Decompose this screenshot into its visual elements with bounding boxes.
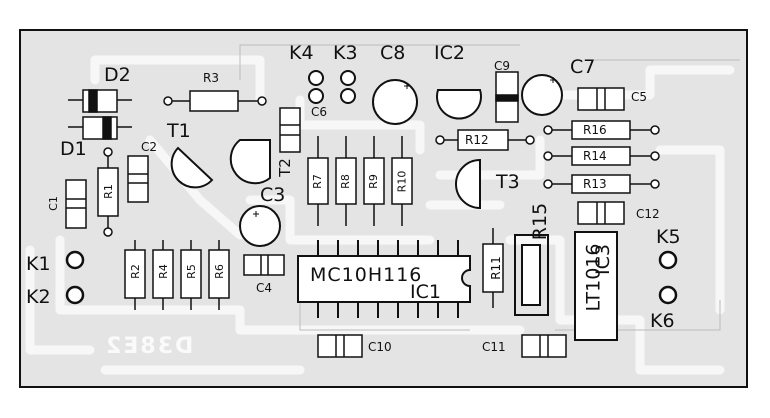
label-k3: K3 xyxy=(333,42,358,64)
label-c1: C1 xyxy=(46,196,60,211)
label-r15: R15 xyxy=(529,202,552,241)
resistors-r2-r6 xyxy=(124,240,230,310)
capacitor-c11 xyxy=(521,334,567,358)
capacitor-c1 xyxy=(65,179,87,229)
capacitor-c2 xyxy=(127,155,149,203)
label-t3: T3 xyxy=(496,171,520,193)
resistor-r3 xyxy=(163,90,267,112)
label-r12: R12 xyxy=(465,133,489,147)
label-r9: R9 xyxy=(366,174,380,189)
transistors-t1-t2 xyxy=(170,139,271,189)
label-d1: D1 xyxy=(60,138,87,160)
board-mirrored-code: D38E2 xyxy=(104,334,194,359)
diode-d2 xyxy=(68,89,132,140)
label-k5: K5 xyxy=(656,226,681,248)
ic1-dip-package xyxy=(297,255,471,303)
label-k6: K6 xyxy=(650,310,675,332)
capacitor-c3-electrolytic xyxy=(239,205,281,247)
label-t2: T2 xyxy=(275,158,294,177)
label-r8: R8 xyxy=(338,174,352,189)
label-r14: R14 xyxy=(583,149,607,163)
label-c11: C11 xyxy=(482,340,506,354)
label-c10: C10 xyxy=(368,340,392,354)
capacitor-c8 xyxy=(372,79,418,125)
label-d2: D2 xyxy=(104,64,131,86)
label-c12: C12 xyxy=(636,207,660,221)
label-r6: R6 xyxy=(212,264,226,279)
label-t1: T1 xyxy=(167,120,191,142)
resistor-r1 xyxy=(97,147,119,237)
label-k1: K1 xyxy=(26,253,51,275)
ic2-body xyxy=(436,89,482,120)
ic1-pins xyxy=(317,240,459,318)
label-r16: R16 xyxy=(583,123,607,137)
capacitor-c12 xyxy=(577,201,625,225)
label-r11: R11 xyxy=(488,256,503,280)
capacitor-c9 xyxy=(495,71,519,123)
label-c5: C5 xyxy=(631,90,648,104)
capacitor-c4 xyxy=(243,254,285,276)
label-k4: K4 xyxy=(289,42,314,64)
label-r4: R4 xyxy=(156,264,170,279)
label-r5: R5 xyxy=(184,264,198,279)
label-k2: K2 xyxy=(26,286,51,308)
pads-k4-k3 xyxy=(308,70,356,104)
capacitor-c7 xyxy=(521,74,563,116)
label-ic3: IC3 xyxy=(591,244,614,275)
transistor-t3 xyxy=(455,158,481,210)
label-ic1-part: MC10H116 xyxy=(310,264,423,286)
label-ic2: IC2 xyxy=(434,42,465,64)
resistors-r7-r10 xyxy=(307,136,413,226)
pads-k1-k2-k5-k6 xyxy=(65,250,678,305)
label-r10: R10 xyxy=(395,170,409,193)
label-c4: C4 xyxy=(256,281,273,295)
resistor-r12 xyxy=(435,129,535,151)
label-c7: C7 xyxy=(570,56,596,78)
label-ic1: IC1 xyxy=(410,281,441,303)
resistor-r11 xyxy=(482,228,504,308)
label-r1: R1 xyxy=(101,184,115,199)
label-r13: R13 xyxy=(583,177,607,191)
capacitor-c6 xyxy=(279,107,301,153)
label-r7: R7 xyxy=(310,174,324,189)
label-c3: C3 xyxy=(260,184,286,206)
label-r2: R2 xyxy=(128,264,142,279)
copper-traces xyxy=(25,55,735,375)
label-c2: C2 xyxy=(141,140,158,154)
resistors-r16-r14-r13 xyxy=(543,120,660,194)
resistor-r15 xyxy=(514,234,549,316)
label-r3: R3 xyxy=(203,71,219,85)
label-c9: C9 xyxy=(494,59,511,73)
capacitor-c5 xyxy=(577,87,625,111)
label-c6: C6 xyxy=(311,105,328,119)
ic3-lt1016 xyxy=(574,231,618,341)
capacitor-c10 xyxy=(317,334,363,358)
label-c8: C8 xyxy=(380,42,406,64)
